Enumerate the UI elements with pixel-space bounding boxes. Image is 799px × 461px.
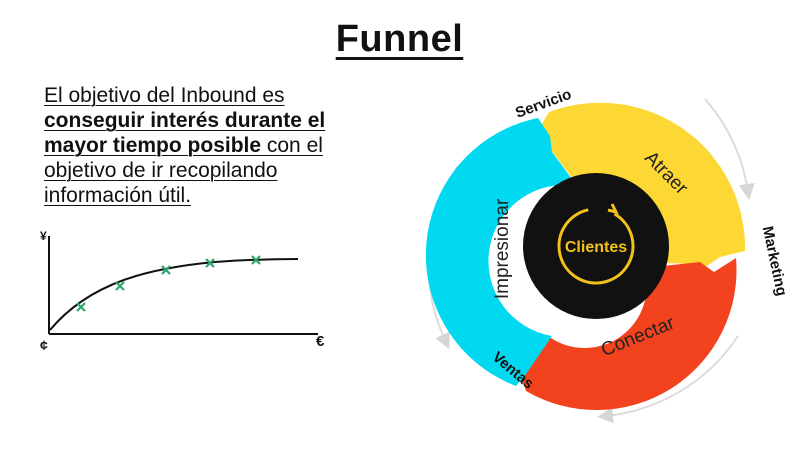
mini-y-symbol: ¥ [40,229,47,243]
intro-part1: El objetivo del Inbound es [44,84,285,107]
mini-marker [161,265,171,275]
mini-marker [251,255,261,265]
center-ring-arrow [607,203,619,215]
mini-markers [76,255,261,312]
segment-conectar [520,258,737,411]
intro-part2: con el objetivo de ir recopilando inform… [44,134,323,207]
outer-label-marketing: Marketing [759,225,790,298]
segment-impresionar [425,118,577,386]
mini-x-symbol: € [316,333,325,350]
center-ring [557,207,635,285]
intro-text: El objetivo del Inbound es conseguir int… [44,83,364,208]
intro-bold: conseguir interés durante el mayor tiemp… [44,109,326,157]
mini-curve [49,258,299,331]
mini-origin-symbol: ¢ [40,337,48,353]
outer-arrow-right [704,98,755,200]
center-label: Clientes [565,239,627,256]
mini-marker [115,281,125,291]
mini-chart: ¥ ¢ € [40,229,325,353]
segment-atraer [536,102,746,266]
cycle-diagram: Clientes Atraer Conectar Impresionar Ser… [425,86,790,424]
slide-title: Funnel [335,18,464,60]
mini-marker [76,302,86,312]
center-circle [523,173,669,319]
outer-arrow-bottom [597,335,739,424]
mini-marker [205,258,215,268]
label-impresionar: Impresionar [492,198,513,299]
